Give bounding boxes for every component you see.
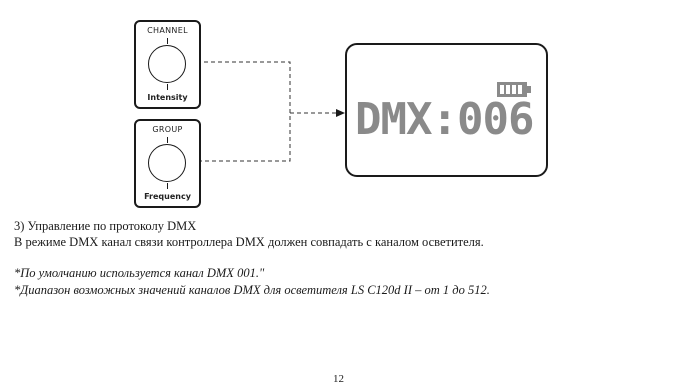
channel-range-note: *Диапазон возможных значений каналов DMX…	[14, 283, 490, 297]
channel-knob	[148, 45, 186, 83]
dmx-diagram: CHANNEL Intensity GROUP Frequency DMX:00…	[134, 20, 548, 208]
group-knob	[148, 144, 186, 182]
lcd-display: DMX:006	[345, 43, 548, 177]
channel-top-tick	[167, 38, 168, 44]
group-caption: GROUP	[152, 125, 183, 134]
group-knob-panel: GROUP Frequency	[134, 119, 201, 208]
connector-lines	[190, 61, 345, 162]
page-number: 12	[333, 373, 344, 385]
section-body: В режиме DMX канал связи контроллера DMX…	[14, 235, 484, 249]
channel-caption: CHANNEL	[147, 26, 188, 35]
intensity-label: Intensity	[147, 93, 188, 102]
channel-bottom-tick	[167, 84, 168, 90]
default-channel-note: *По умолчанию используется канал DMX 001…	[14, 266, 265, 280]
dmx-channel-readout: DMX:006	[355, 94, 534, 145]
group-bottom-tick	[167, 183, 168, 189]
group-top-tick	[167, 137, 168, 143]
frequency-label: Frequency	[144, 192, 191, 201]
channel-knob-panel: CHANNEL Intensity	[134, 20, 201, 109]
battery-full-icon	[497, 82, 531, 97]
section-heading: 3) Управление по протоколу DMX	[14, 219, 197, 233]
